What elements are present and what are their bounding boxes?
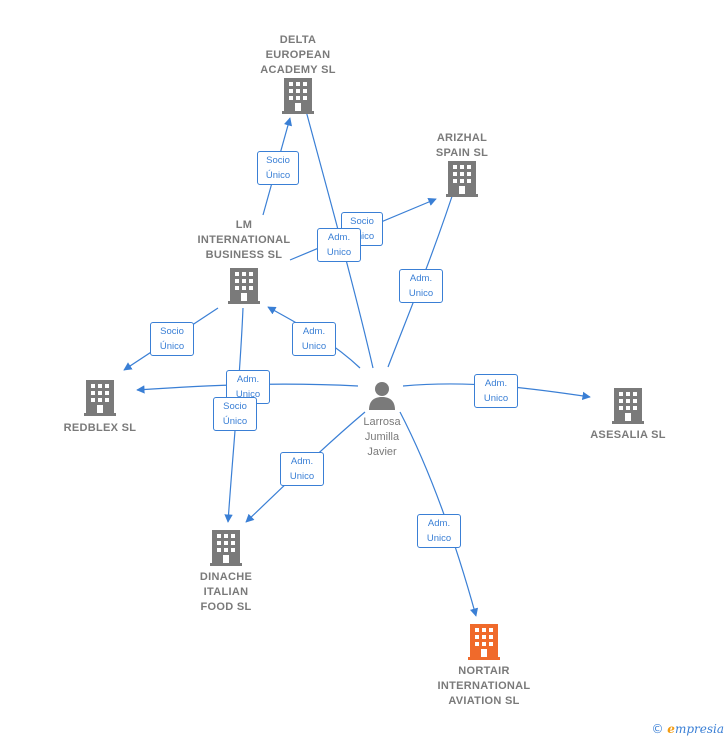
company-node-asesalia[interactable]: ASESALIA SL bbox=[578, 388, 678, 443]
building-icon bbox=[282, 78, 314, 114]
building-icon bbox=[228, 268, 260, 304]
company-node-lm[interactable]: LM INTERNATIONAL BUSINESS SL bbox=[184, 218, 304, 304]
person-icon bbox=[369, 382, 395, 410]
edge-label-lm-redblex: Socio Único bbox=[150, 322, 194, 356]
brand-logo-text: mpresia bbox=[674, 722, 724, 736]
person-name: Larrosa Jumilla Javier bbox=[363, 416, 401, 458]
copyright-icon: © bbox=[651, 722, 664, 736]
company-node-delta[interactable]: DELTA EUROPEAN ACADEMY SL bbox=[238, 33, 358, 114]
company-name: ASESALIA SL bbox=[590, 429, 666, 441]
company-node-redblex[interactable]: REDBLEX SL bbox=[50, 380, 150, 436]
edge-label-person-delta: Adm. Unico bbox=[317, 228, 361, 262]
company-name: DELTA EUROPEAN ACADEMY SL bbox=[260, 34, 336, 76]
company-name: DINACHE ITALIAN FOOD SL bbox=[199, 571, 253, 613]
company-node-arizhal[interactable]: ARIZHAL SPAIN SL bbox=[412, 131, 512, 197]
edge-person-nortair bbox=[399, 411, 479, 617]
company-name: ARIZHAL SPAIN SL bbox=[435, 132, 489, 159]
building-icon bbox=[468, 624, 500, 660]
brand-logo-e: e bbox=[667, 722, 675, 736]
edge-label-person-arizhal: Adm. Unico bbox=[399, 269, 443, 303]
edge-label-lm-delta: Socio Único bbox=[257, 151, 299, 185]
edge-label-person-nortair: Adm. Unico bbox=[417, 514, 461, 548]
person-node[interactable]: Larrosa Jumilla Javier bbox=[342, 380, 422, 460]
building-icon bbox=[84, 380, 116, 416]
company-node-nortair[interactable]: NORTAIR INTERNATIONAL AVIATION SL bbox=[418, 624, 550, 709]
edge-label-person-dinache: Adm. Unico bbox=[280, 452, 324, 486]
building-icon bbox=[612, 388, 644, 424]
building-icon bbox=[446, 161, 478, 197]
brand-watermark: © empresia bbox=[651, 722, 724, 736]
company-name: LM INTERNATIONAL BUSINESS SL bbox=[197, 219, 291, 261]
company-node-dinache[interactable]: DINACHE ITALIAN FOOD SL bbox=[176, 530, 276, 615]
edge-label-lm-dinache: Socio Único bbox=[213, 397, 257, 431]
building-icon bbox=[210, 530, 242, 566]
edge-label-person-lm: Adm. Unico bbox=[292, 322, 336, 356]
edge-label-person-asesalia: Adm. Unico bbox=[474, 374, 518, 408]
company-name: NORTAIR INTERNATIONAL AVIATION SL bbox=[437, 665, 531, 707]
company-name: REDBLEX SL bbox=[63, 422, 137, 434]
